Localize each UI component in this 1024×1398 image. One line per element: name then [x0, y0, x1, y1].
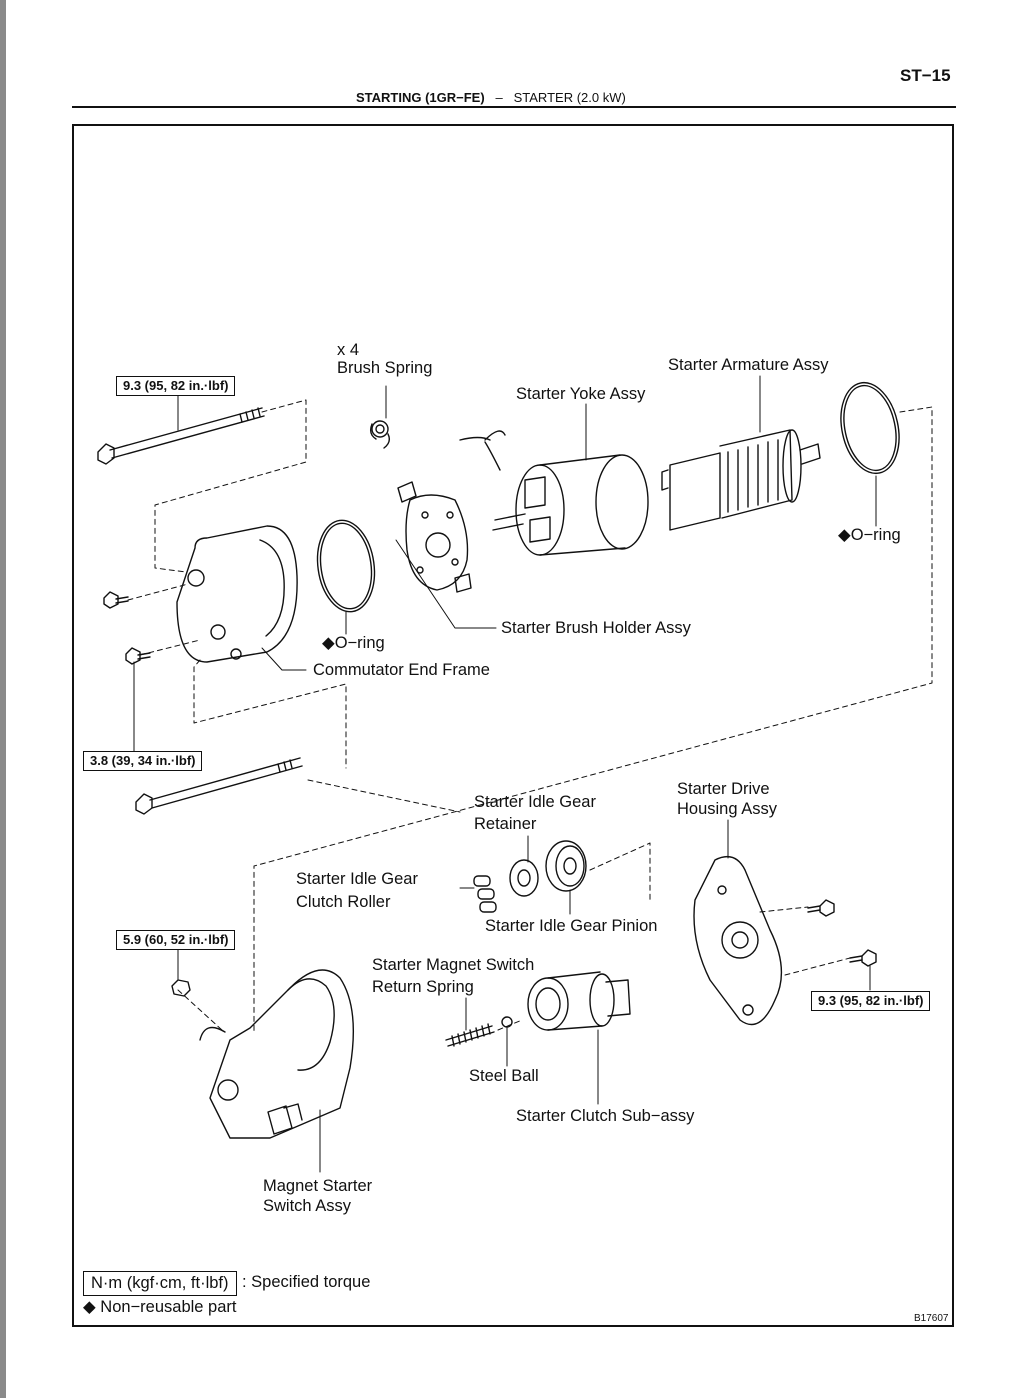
drive-housing-bolt-upper: [807, 899, 835, 917]
page-code: ST−15: [900, 66, 951, 85]
label-magnet-switch-2: Switch Assy: [263, 1197, 352, 1215]
page-edge: [0, 0, 6, 1398]
legend-non-reusable: ◆ Non−reusable part: [83, 1298, 237, 1316]
through-bolt-lower: [135, 757, 303, 815]
starter-yoke-part: [459, 430, 649, 556]
idle-gear-clutch-roller-part: [473, 875, 497, 913]
torque-through-bolt-top: 9.3 (95, 82 in.·lbf): [116, 376, 236, 396]
return-spring-part: [445, 1023, 495, 1047]
label-drive-housing-1: Starter Drive: [677, 780, 770, 798]
starter-armature-part: [661, 429, 821, 531]
end-frame-screw-lower: [125, 647, 151, 665]
label-magnet-switch-1: Magnet Starter: [263, 1177, 373, 1195]
label-clutch-roller-2: Clutch Roller: [296, 893, 391, 911]
label-drive-housing-2: Housing Assy: [677, 800, 777, 818]
label-idle-gear-retainer-2: Retainer: [474, 815, 537, 833]
label-x4: x 4: [337, 341, 360, 359]
label-idle-gear-retainer-1: Starter Idle Gear: [474, 793, 596, 811]
magnet-switch-nut-part: [171, 979, 191, 997]
diagram-frame: [72, 124, 954, 1327]
o-ring-left-inner: [319, 522, 373, 610]
label-clutch-sub-assy: Starter Clutch Sub−assy: [516, 1107, 695, 1125]
label-brush-spring: Brush Spring: [337, 359, 433, 377]
o-ring-right-inner: [843, 384, 897, 472]
alignment-guides: [127, 399, 933, 1034]
through-bolt-top: [97, 407, 265, 465]
header-separator: –: [495, 90, 503, 105]
leader-lines: [133, 375, 877, 1173]
torque-end-frame-screw: 3.8 (39, 34 in.·lbf): [83, 751, 203, 771]
idle-gear-pinion-part: [545, 840, 587, 892]
label-return-spring-1: Starter Magnet Switch: [372, 956, 535, 974]
drive-housing-bolt-lower: [849, 949, 877, 967]
header-rule: [72, 106, 956, 108]
steel-ball-part: [501, 1016, 513, 1028]
header-subsection: STARTER (2.0 kW): [513, 90, 626, 105]
torque-drive-housing-bolt: 9.3 (95, 82 in.·lbf): [811, 991, 931, 1011]
idle-gear-retainer-part: [509, 859, 539, 897]
label-idle-gear-pinion: Starter Idle Gear Pinion: [485, 917, 658, 935]
label-return-spring-2: Return Spring: [372, 978, 474, 996]
torque-magnet-switch-nut: 5.9 (60, 52 in.·lbf): [116, 930, 236, 950]
o-ring-right-part: [840, 381, 900, 475]
figure-code: B17607: [914, 1313, 949, 1324]
label-starter-armature-assy: Starter Armature Assy: [668, 356, 829, 374]
clutch-sub-assy-part: [527, 971, 631, 1031]
header-title: STARTING (1GR−FE) – STARTER (2.0 kW): [356, 90, 626, 105]
o-ring-left-part: [316, 519, 376, 613]
legend-unit-text: : Specified torque: [242, 1273, 371, 1291]
label-o-ring-right: ◆O−ring: [838, 526, 901, 544]
end-frame-screw-upper: [103, 591, 129, 609]
label-o-ring-left: ◆O−ring: [322, 634, 385, 652]
label-steel-ball: Steel Ball: [469, 1067, 539, 1085]
label-commutator-end-frame: Commutator End Frame: [313, 661, 490, 679]
label-starter-brush-holder-assy: Starter Brush Holder Assy: [501, 619, 691, 637]
label-starter-yoke-assy: Starter Yoke Assy: [516, 385, 646, 403]
legend-unit-box: N·m (kgf·cm, ft·lbf): [83, 1271, 237, 1296]
brush-holder-part: [397, 481, 472, 593]
brush-spring-part: [369, 420, 391, 449]
commutator-end-frame-part: [176, 525, 298, 663]
drive-housing-part: [693, 856, 783, 1026]
magnet-switch-assy-part: [199, 969, 354, 1139]
header-section: STARTING (1GR−FE): [356, 90, 485, 105]
label-clutch-roller-1: Starter Idle Gear: [296, 870, 418, 888]
